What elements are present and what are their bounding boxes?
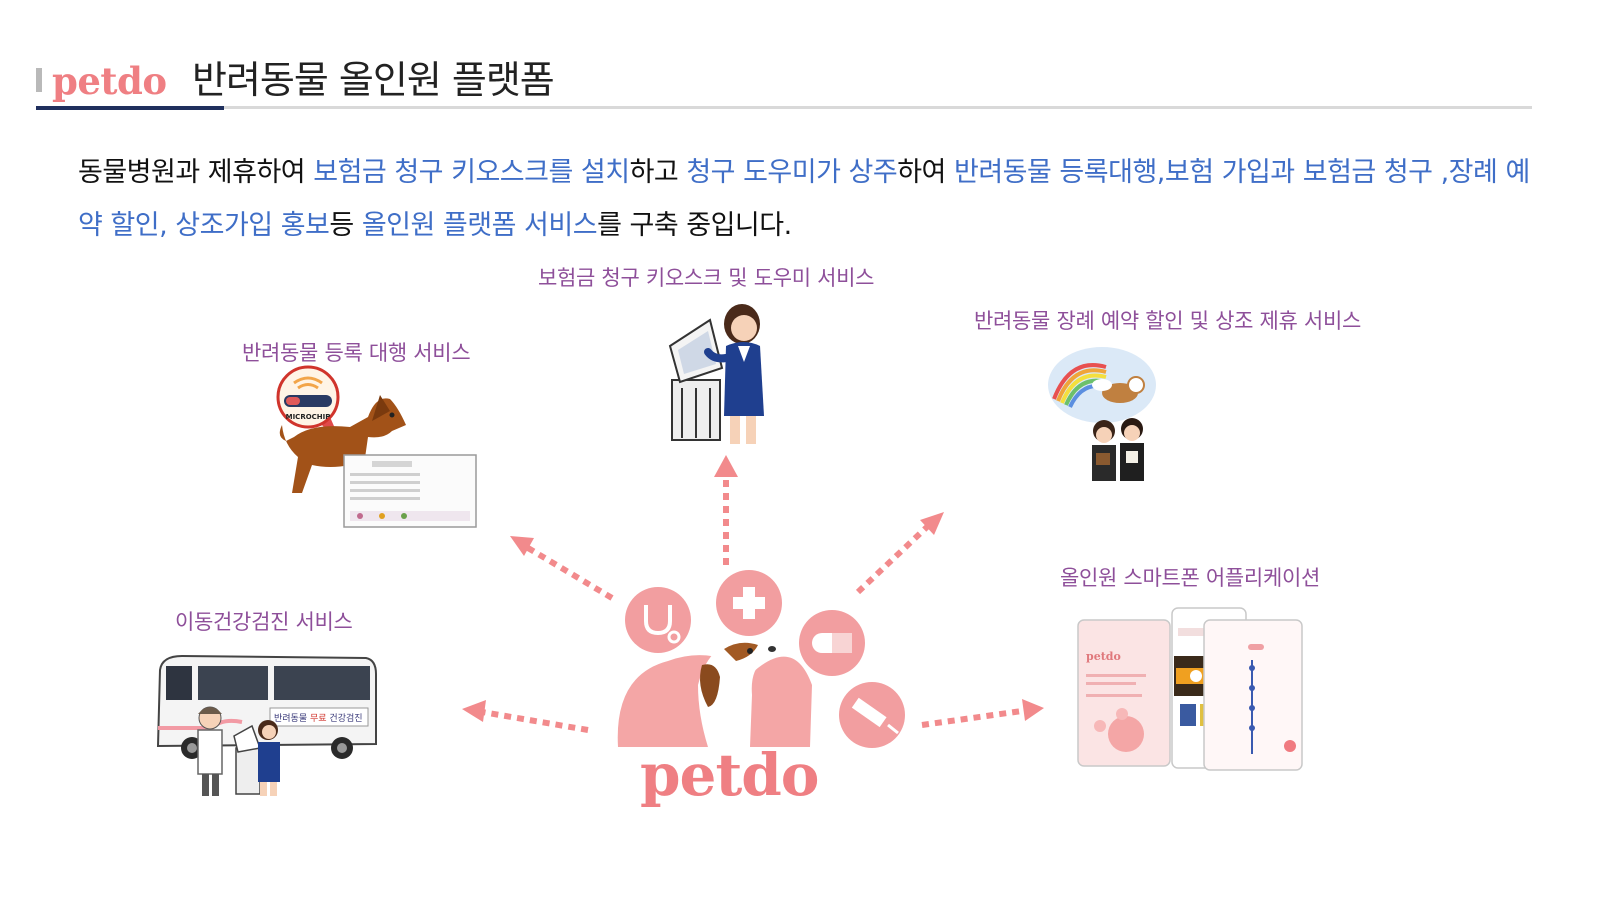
plus-icon (716, 570, 782, 636)
header-divider (36, 106, 1532, 109)
intro-highlight: 올인원 플랫폼 서비스 (361, 210, 598, 241)
beagle-icon (698, 638, 776, 747)
service-label-funeral: 반려동물 장례 예약 할인 및 상조 제휴 서비스 (974, 309, 1361, 333)
intro-text: 하여 (897, 157, 954, 188)
intro-highlight: 보험금 청구 키오스크를 설치 (313, 157, 630, 188)
page-title: 반려동물 올인원 플랫폼 (192, 58, 555, 102)
doctor-icon (197, 706, 223, 796)
arrow-left (462, 700, 589, 733)
dog-silhouette-icon (279, 395, 406, 493)
assistant-small-icon (258, 720, 280, 796)
service-label-checkup: 이동건강검진 서비스 (175, 610, 353, 634)
registration-illustration: MICROCHIP (276, 365, 477, 528)
service-label-app: 올인원 스마트폰 어플리케이션 (1060, 566, 1321, 590)
arrow-up (714, 455, 738, 565)
phone-screen-3 (1203, 619, 1303, 771)
mourners-icon (1092, 418, 1144, 481)
arrow-right (921, 699, 1044, 728)
intro-text: 를 구축 중입니다. (597, 210, 792, 241)
central-hub-illustration (617, 570, 905, 748)
intro-highlight: 반려동물 등록대행,보험 가입과 보험금 청구 ,장례 예약 할인, 상조가입 … (78, 157, 1530, 241)
intro-text: 동물병원과 제휴하여 (78, 157, 314, 188)
kiosk-icon (668, 318, 724, 441)
kiosk-small-icon (233, 724, 262, 795)
registration-card-icon (343, 454, 477, 528)
bus-sign-text: 반려동물 무료 건강검진 (274, 712, 363, 724)
stethoscope-icon (625, 587, 691, 653)
arrow-upper-left (510, 536, 614, 601)
intro-paragraph: 동물병원과 제휴하여 보험금 청구 키오스크를 설치하고 청구 도우미가 상주하… (78, 146, 1548, 252)
app-brand-text: petdo (1086, 650, 1121, 663)
brand-logo: petdo (52, 59, 167, 103)
angel-dog-icon (1092, 376, 1145, 403)
microchip-bubble-icon: MICROCHIP (276, 365, 344, 449)
assistant-icon (704, 304, 764, 444)
kiosk-assistant-illustration (668, 304, 764, 444)
pill-icon (799, 610, 865, 676)
header-accent-bar (36, 68, 42, 92)
phone-screen-1: petdo (1077, 619, 1171, 767)
checkup-bus-illustration: 반려동물 무료 건강검진 (156, 654, 377, 796)
intro-text: 등 (329, 210, 362, 241)
service-label-kiosk: 보험금 청구 키오스크 및 도우미 서비스 (538, 266, 875, 290)
arrow-upper-right (855, 512, 944, 595)
intro-text: 하고 (629, 157, 687, 188)
service-label-registration: 반려동물 등록 대행 서비스 (242, 341, 471, 365)
center-brand: petdo (640, 741, 819, 809)
funeral-illustration (1048, 347, 1156, 481)
header-divider-accent (36, 106, 224, 110)
syringe-icon (839, 682, 905, 748)
smartphone-app-illustration: petdo (1077, 607, 1303, 771)
intro-highlight: 청구 도우미가 상주 (686, 157, 898, 188)
microchip-label: MICROCHIP (286, 413, 331, 421)
